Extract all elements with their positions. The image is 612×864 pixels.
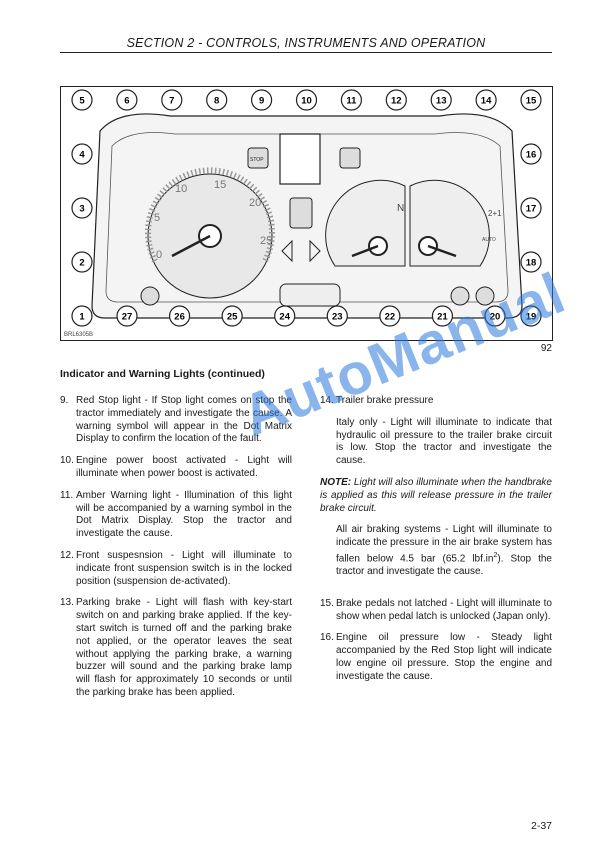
callout-circle bbox=[71, 143, 93, 165]
figure-number: 92 bbox=[540, 343, 552, 354]
callout-circle bbox=[274, 305, 296, 327]
callout-circle bbox=[520, 305, 542, 327]
callout-label: 10 bbox=[301, 96, 312, 107]
list-item: 10.Engine power boost activated - Light … bbox=[60, 455, 292, 479]
callout-label: 16 bbox=[526, 150, 537, 161]
tach-scale-15: 15 bbox=[214, 179, 226, 191]
list-item: 14.Trailer brake pressure bbox=[320, 395, 434, 406]
callout-circle bbox=[484, 305, 506, 327]
callout-label: 14 bbox=[481, 96, 492, 107]
list-item: 15.Brake pedals not latched - Light will… bbox=[320, 597, 552, 622]
callout-circle bbox=[475, 89, 497, 111]
callout-label: 7 bbox=[169, 96, 174, 107]
callout-circle bbox=[161, 89, 183, 111]
dot-matrix-display bbox=[279, 133, 321, 185]
callout-circle bbox=[520, 251, 542, 273]
callout-circle bbox=[71, 305, 93, 327]
figure-code: BRL6305B bbox=[64, 332, 93, 338]
callout-circle bbox=[520, 89, 542, 111]
instrument-cluster-diagram: 0 5 10 15 20 25 STOP N 2+1 AUTO 5 6 7 8 9 10 1… bbox=[60, 86, 553, 341]
list-item: 13.Parking brake - Light will flash with… bbox=[60, 597, 292, 698]
callout-circle bbox=[385, 89, 407, 111]
tachometer-needle bbox=[171, 234, 211, 258]
paragraph: Italy only - Light will illuminate to in… bbox=[336, 416, 552, 467]
callout-circle bbox=[71, 251, 93, 273]
section-heading: Indicator and Warning Lights (continued) bbox=[60, 368, 265, 380]
callout-label: 17 bbox=[526, 204, 537, 215]
tach-scale-20: 20 bbox=[249, 197, 261, 209]
tach-scale-0: 0 bbox=[156, 249, 162, 261]
callout-circle bbox=[168, 305, 191, 327]
callout-label: 11 bbox=[346, 96, 357, 107]
callout-label: 20 bbox=[490, 312, 501, 323]
callout-circle bbox=[430, 89, 452, 111]
callout-circle bbox=[431, 305, 454, 327]
note: NOTE: Light will also illuminate when th… bbox=[320, 477, 552, 515]
list-item: 12.Front suspesnsion - Light will illumi… bbox=[60, 549, 292, 587]
callout-label: 26 bbox=[174, 312, 185, 323]
callout-label: 2 bbox=[79, 258, 84, 269]
right-indicator-icon bbox=[309, 239, 321, 263]
callout-circle bbox=[116, 305, 138, 327]
note-text: Light will also illuminate when the hand… bbox=[320, 476, 552, 514]
power-boost-lamp bbox=[289, 197, 313, 229]
auto-glyph: AUTO bbox=[482, 237, 496, 243]
stop-lamp-label: STOP bbox=[250, 157, 264, 163]
list-item: 9.Red Stop light - If Stop light comes o… bbox=[60, 395, 292, 445]
callout-circle bbox=[520, 143, 542, 165]
amber-warning-lamp bbox=[339, 147, 361, 169]
callout-label: 15 bbox=[526, 96, 537, 107]
stop-lamp bbox=[247, 147, 269, 169]
page-header: SECTION 2 - CONTROLS, INSTRUMENTS AND OP… bbox=[126, 36, 486, 50]
callout-circle bbox=[295, 89, 318, 111]
page-number: 2-37 bbox=[530, 820, 552, 832]
callout-label: 1 bbox=[79, 312, 85, 323]
left-column: 9.Red Stop light - If Stop light comes o… bbox=[60, 395, 292, 709]
callout-circle bbox=[340, 89, 362, 111]
right-column: 14.Trailer brake pressure Italy only - L… bbox=[320, 395, 552, 693]
tach-scale-25: 25 bbox=[260, 235, 272, 247]
transmission-neutral-glyph: N bbox=[397, 203, 404, 214]
callout-label: 5 bbox=[79, 96, 85, 107]
range-glyph: 2+1 bbox=[488, 209, 502, 218]
fuel-needle bbox=[351, 244, 379, 258]
header-rule bbox=[60, 52, 552, 53]
list-item: 16.Engine oil pressure low - Steady ligh… bbox=[320, 632, 552, 682]
callout-label: 23 bbox=[332, 312, 343, 323]
tach-scale-5: 5 bbox=[154, 212, 160, 224]
callout-label: 4 bbox=[79, 150, 85, 161]
callout-circle bbox=[326, 305, 348, 327]
callout-label: 24 bbox=[279, 312, 290, 323]
callout-label: 6 bbox=[124, 96, 129, 107]
callout-label: 9 bbox=[259, 96, 264, 107]
callout-circle bbox=[71, 89, 93, 111]
instrument-cluster-figure: 0 5 10 15 20 25 STOP N 2+1 AUTO 5 6 7 8 9 10 1… bbox=[60, 86, 553, 341]
callout-label: 18 bbox=[526, 258, 537, 269]
callout-label: 13 bbox=[436, 96, 447, 107]
tach-scale-10: 10 bbox=[175, 183, 187, 195]
list-item: 11.Amber Warning light - Illumination of… bbox=[60, 489, 292, 540]
note-label: NOTE: bbox=[320, 476, 352, 488]
callout-label: 25 bbox=[227, 312, 238, 323]
paragraph: All air braking systems - Light will ill… bbox=[336, 524, 552, 578]
callout-label: 3 bbox=[79, 204, 84, 215]
callout-circle bbox=[71, 197, 93, 219]
callout-circle bbox=[379, 305, 401, 327]
left-indicator-icon bbox=[281, 239, 293, 263]
callout-circle bbox=[251, 89, 273, 111]
callout-label: 8 bbox=[214, 96, 219, 107]
callout-circle bbox=[520, 197, 542, 219]
callout-label: 27 bbox=[122, 312, 133, 323]
callout-circle bbox=[116, 89, 138, 111]
callout-label: 21 bbox=[437, 312, 448, 323]
temp-needle bbox=[427, 244, 457, 258]
callout-label: 12 bbox=[391, 96, 402, 107]
callout-circle bbox=[206, 89, 228, 111]
callout-label: 22 bbox=[385, 312, 396, 323]
callout-label: 19 bbox=[526, 312, 537, 323]
callout-circle bbox=[221, 305, 243, 327]
